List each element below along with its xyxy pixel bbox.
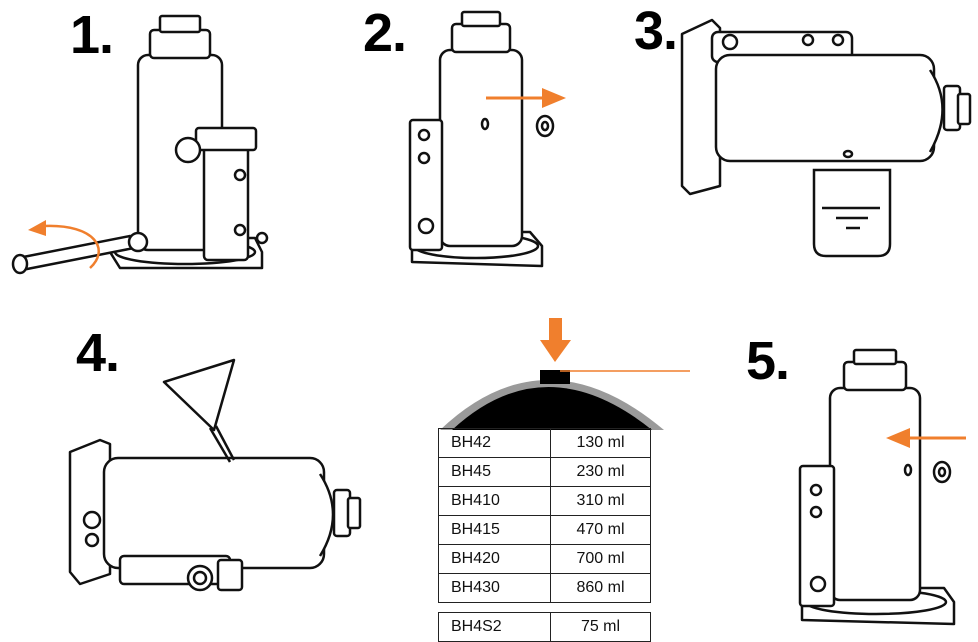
volume-cell: 470 ml [550,515,651,545]
rotate-arrow-icon [43,224,100,269]
model-cell: BH4S2 [438,612,551,642]
oil-plug-icon [535,114,555,138]
step3-jack-icon [680,18,972,196]
volume-cell: 310 ml [550,486,651,516]
volume-cell: 860 ml [550,573,651,603]
step2-jack-icon [408,10,544,268]
oil-level-diagram [440,370,690,430]
oil-plug-icon-step5 [932,460,952,484]
model-cell: BH42 [438,428,551,458]
volume-cell: 75 ml [550,612,651,642]
step-number-4: 4. [76,323,120,383]
step5-jack-icon [798,348,956,626]
step1-jack-icon [11,14,269,275]
funnel-icon [162,358,236,463]
step-number-1: 1. [70,5,114,65]
rotate-arrow-head [28,220,46,236]
model-cell: BH430 [438,573,551,603]
volume-cell: 700 ml [550,544,651,574]
step-number-2: 2. [363,3,407,63]
step-number-5: 5. [746,331,790,391]
volume-cell: 130 ml [550,428,651,458]
arrow-head [542,88,566,108]
beaker-icon [812,168,892,258]
model-cell: BH45 [438,457,551,487]
step4-jack-icon [68,438,362,592]
step-number-3: 3. [634,1,678,61]
model-cell: BH415 [438,515,551,545]
arrow-head-step5 [886,428,910,448]
model-cell: BH410 [438,486,551,516]
volume-cell: 230 ml [550,457,651,487]
model-cell: BH420 [438,544,551,574]
oil-level-arrow-icon [540,318,571,362]
